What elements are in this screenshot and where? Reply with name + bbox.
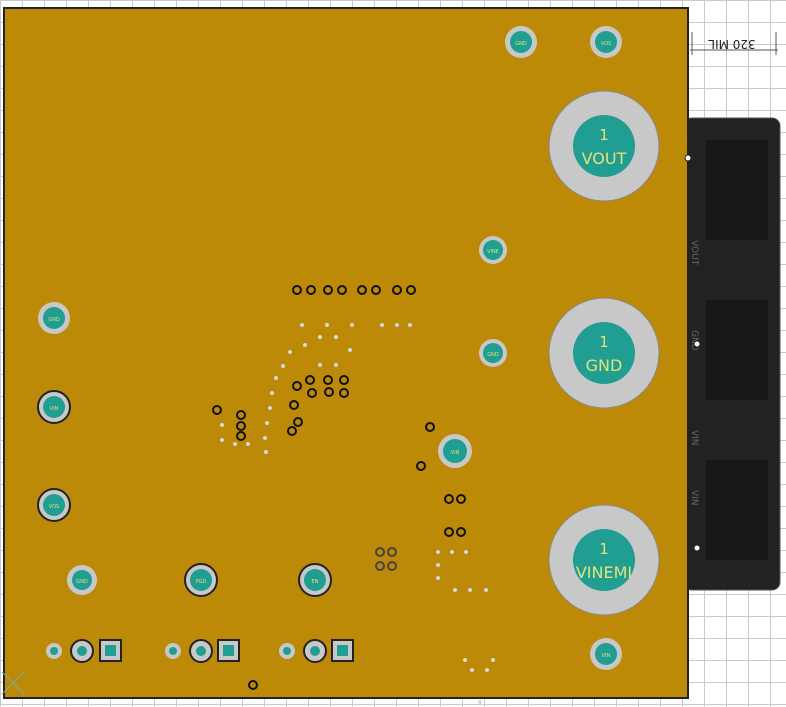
small-pad-11[interactable]: GND [67, 565, 97, 595]
small-pad-4-label: GND [487, 352, 499, 358]
connector-text-2: GND [689, 330, 699, 351]
connector-text-1: VOUT [689, 240, 699, 266]
small-pad-5-label: VIN [451, 450, 460, 456]
large-pad-vout[interactable]: 1 VOUT [548, 90, 660, 202]
edge-connector: VOUT GND VIN VIN [683, 117, 781, 591]
large-pad-vout-number: 1 [599, 126, 609, 144]
small-pad-2[interactable]: VOS [590, 26, 622, 58]
small-pad-3-label: VINE [487, 249, 499, 255]
small-pad-4[interactable]: GND [479, 339, 507, 367]
via-pair-grey [375, 547, 397, 571]
small-pad-12[interactable]: VIN [590, 638, 622, 670]
footprint-right [279, 639, 354, 663]
footprint-left [46, 639, 122, 663]
small-pad-3[interactable]: VINE [479, 236, 507, 264]
small-pad-7[interactable]: VIN [37, 390, 71, 424]
small-pad-9-label: PGD [196, 579, 207, 585]
via-group [212, 285, 466, 690]
large-pad-gnd[interactable]: 1 GND [548, 297, 660, 409]
small-pad-11-label: GND [76, 579, 88, 585]
small-pad-8[interactable]: VOS [37, 488, 71, 522]
small-pad-6[interactable]: GND [38, 302, 70, 334]
large-pad-vinemi[interactable]: 1 VINEMI [548, 504, 660, 616]
large-pad-vinemi-label: VINEMI [576, 563, 632, 582]
small-pad-10[interactable]: EN [298, 563, 332, 597]
origin-marker [1, 671, 25, 695]
small-pad-1-label: GND [515, 41, 527, 47]
footprint-middle [165, 639, 240, 663]
small-via-group [220, 323, 495, 704]
large-pad-vinemi-number: 1 [599, 540, 609, 558]
connector-text-4: VIN [689, 490, 699, 506]
dimension-marker: 320 MIL [690, 32, 778, 55]
small-pad-2-label: VOS [601, 41, 611, 47]
small-pad-5[interactable]: VIN [438, 434, 472, 468]
large-pad-gnd-number: 1 [599, 333, 609, 351]
small-pad-9[interactable]: PGD [184, 563, 218, 597]
dimension-label: 320 MIL [708, 37, 756, 51]
large-pad-gnd-label: GND [586, 356, 623, 375]
small-pad-1[interactable]: GND [505, 26, 537, 58]
small-pad-6-label: GND [48, 317, 60, 323]
small-pad-10-label: EN [312, 579, 319, 585]
small-pad-12-label: VIN [602, 653, 611, 659]
small-pad-8-label: VOS [49, 504, 59, 510]
small-pad-7-label: VIN [50, 406, 59, 412]
connector-text-3: VIN [689, 430, 699, 446]
large-pad-vout-label: VOUT [582, 149, 627, 168]
edge-markers [684, 154, 701, 552]
